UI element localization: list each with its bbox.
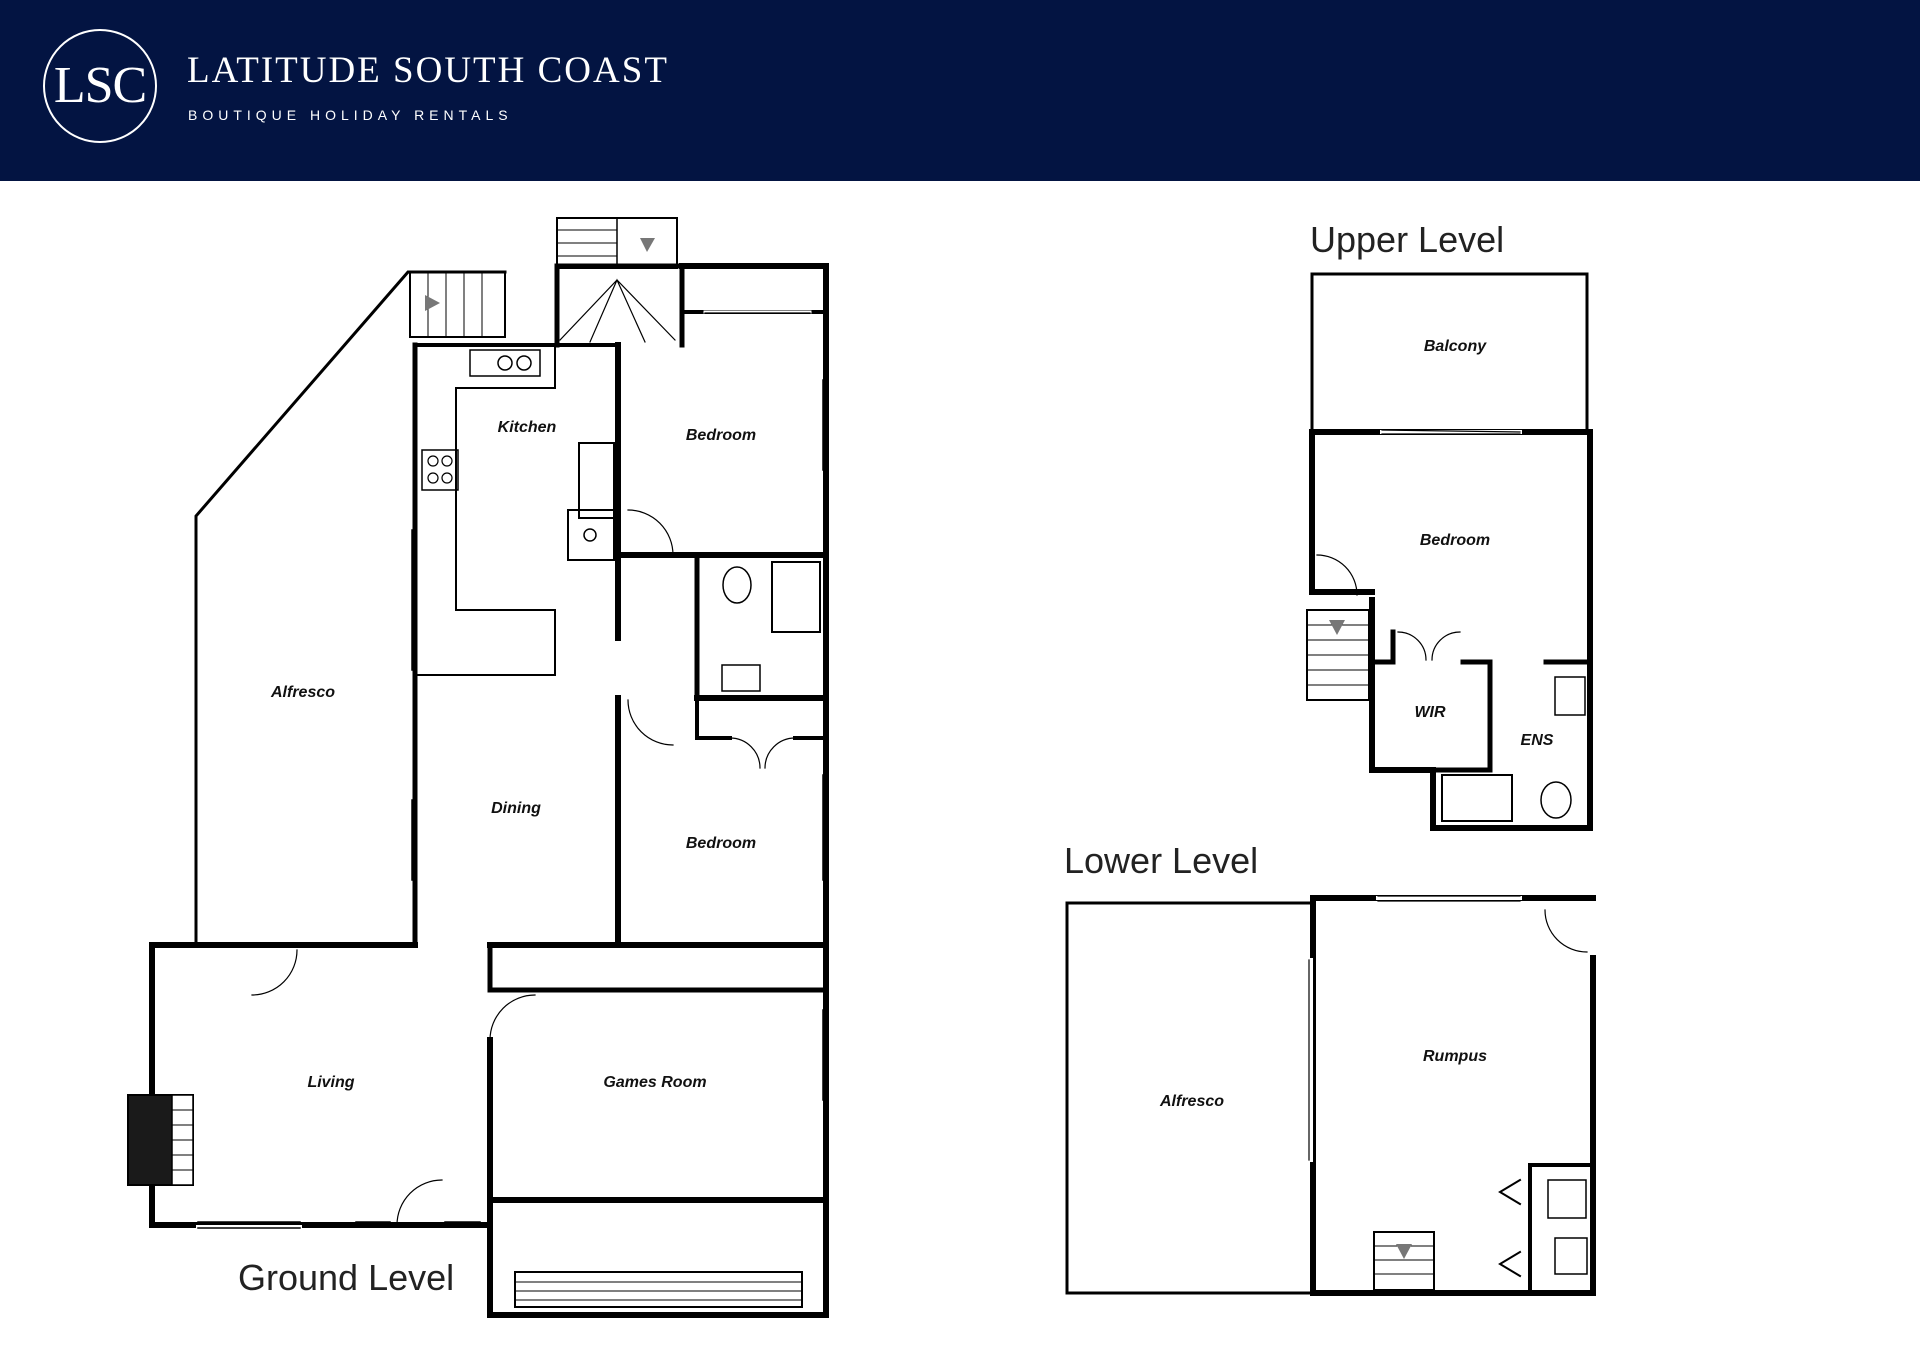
room-label-wir: WIR xyxy=(1414,704,1446,721)
ground-level-plan xyxy=(127,217,829,1318)
room-label-alfresco-lower: Alfresco xyxy=(1159,1093,1224,1110)
room-label-bedroom-2: Bedroom xyxy=(686,835,756,852)
brand-tagline: BOUTIQUE HOLIDAY RENTALS xyxy=(188,107,513,123)
upper-level-plan xyxy=(1306,272,1593,831)
room-label-bedroom-1: Bedroom xyxy=(686,427,756,444)
room-label-rumpus: Rumpus xyxy=(1423,1048,1487,1065)
level-label-ground: Ground Level xyxy=(238,1257,454,1298)
brand-name: LATITUDE SOUTH COAST xyxy=(187,50,669,91)
room-label-living: Living xyxy=(307,1074,354,1091)
room-label-dining: Dining xyxy=(491,800,541,817)
room-label-games-room: Games Room xyxy=(603,1074,706,1091)
logo-text: LSC xyxy=(53,57,147,114)
level-label-lower: Lower Level xyxy=(1064,840,1258,881)
wall-stair-box xyxy=(554,263,685,348)
brand-logo: LSC xyxy=(43,29,157,143)
room-label-balcony: Balcony xyxy=(1424,338,1487,355)
outer-wall-left xyxy=(149,942,493,1228)
room-label-ens: ENS xyxy=(1521,732,1554,749)
header-banner: LSC LATITUDE SOUTH COAST BOUTIQUE HOLIDA… xyxy=(0,0,1920,181)
level-label-upper: Upper Level xyxy=(1310,219,1504,260)
alfresco-outline xyxy=(194,270,507,947)
lower-level-plan xyxy=(1065,895,1596,1296)
room-label-kitchen: Kitchen xyxy=(498,419,557,436)
room-label-bedroom-upper: Bedroom xyxy=(1420,532,1490,549)
room-label-alfresco-ground: Alfresco xyxy=(270,684,335,701)
